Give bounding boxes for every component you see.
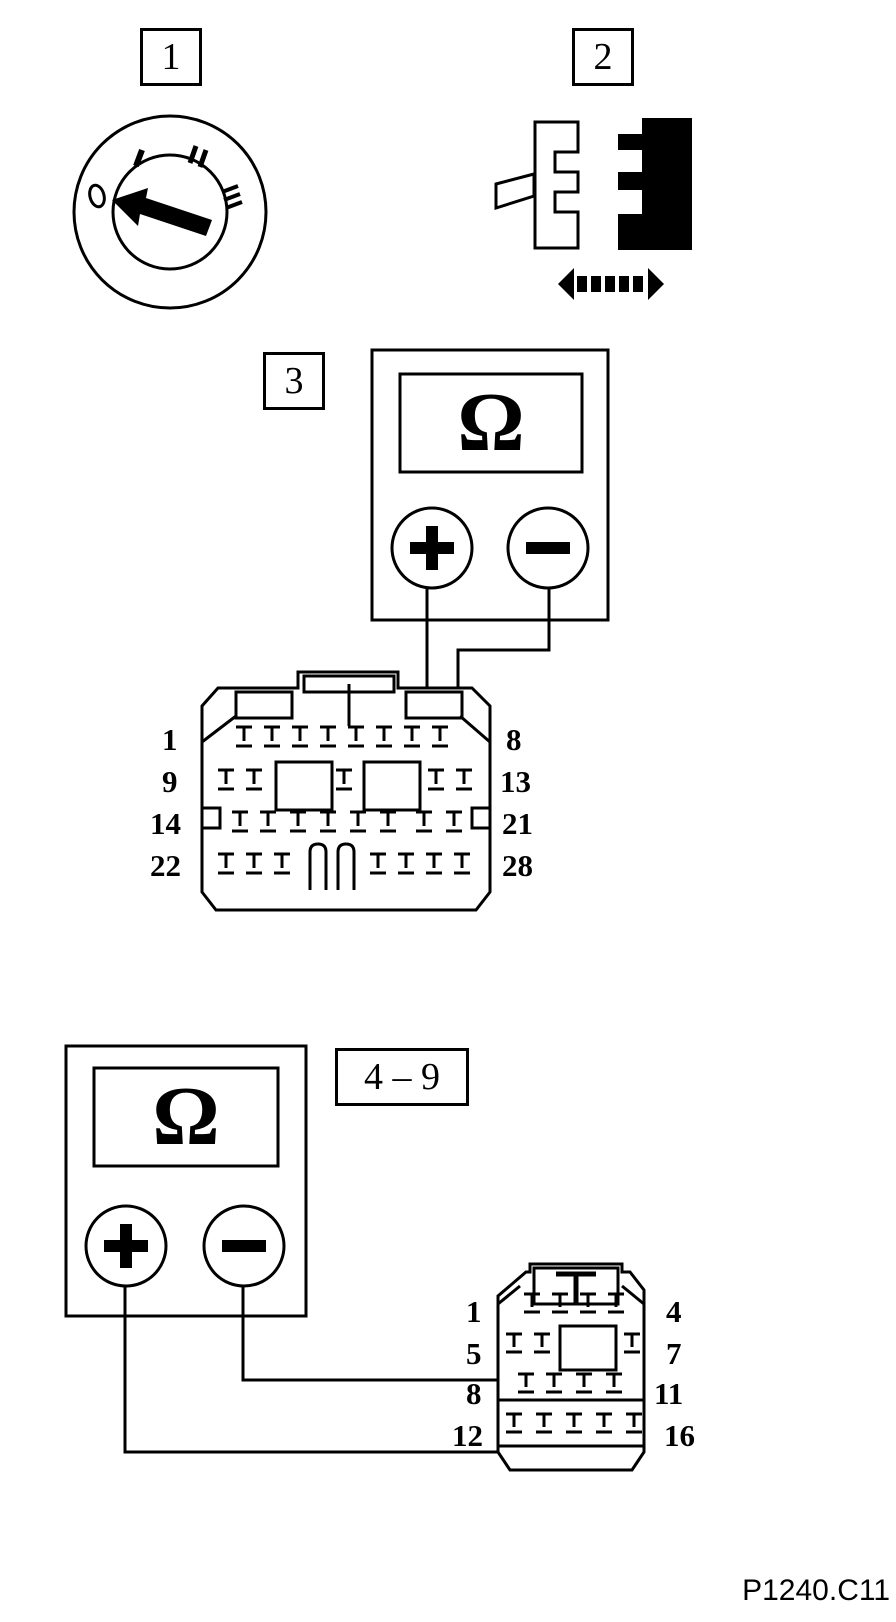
pin-label-28: 28 <box>502 848 533 883</box>
pin-label-16c-12: 12 <box>452 1418 483 1453</box>
connector-disconnect-icon <box>494 118 692 300</box>
pin-label-16c-7: 7 <box>666 1336 682 1371</box>
pin-label-21: 21 <box>502 806 533 841</box>
connector-28-pin <box>200 670 492 912</box>
ohm-symbol-2: Ω <box>152 1070 220 1163</box>
step-1-box: 1 <box>140 28 202 86</box>
pin-label-16c-4: 4 <box>666 1294 682 1329</box>
ignition-key-icon <box>72 114 268 310</box>
pin-label-22: 22 <box>150 848 181 883</box>
step-2-box: 2 <box>572 28 634 86</box>
ohmmeter-icon <box>370 348 610 622</box>
pin-label-14: 14 <box>150 806 181 841</box>
connector-16-pin <box>496 1262 646 1472</box>
pin-label-8: 8 <box>506 722 522 757</box>
step-3-box: 3 <box>263 352 325 410</box>
pin-label-16c-5: 5 <box>466 1336 482 1371</box>
pin-label-16c-8: 8 <box>466 1376 482 1411</box>
test-lead-negative-2 <box>241 1286 524 1382</box>
pin-label-9: 9 <box>162 764 178 799</box>
pin-label-16c-11: 11 <box>654 1376 684 1411</box>
ohm-symbol: Ω <box>457 376 525 469</box>
pin-label-13: 13 <box>500 764 531 799</box>
step-4-9-box: 4 – 9 <box>335 1048 469 1106</box>
ohmmeter-icon-2 <box>64 1044 308 1318</box>
reference-code: P1240.C11 <box>742 1574 890 1607</box>
test-lead-positive-2 <box>123 1286 514 1454</box>
pin-label-16c-1: 1 <box>466 1294 482 1329</box>
pin-label-16c-16: 16 <box>664 1418 695 1453</box>
pin-label-1: 1 <box>162 722 178 757</box>
